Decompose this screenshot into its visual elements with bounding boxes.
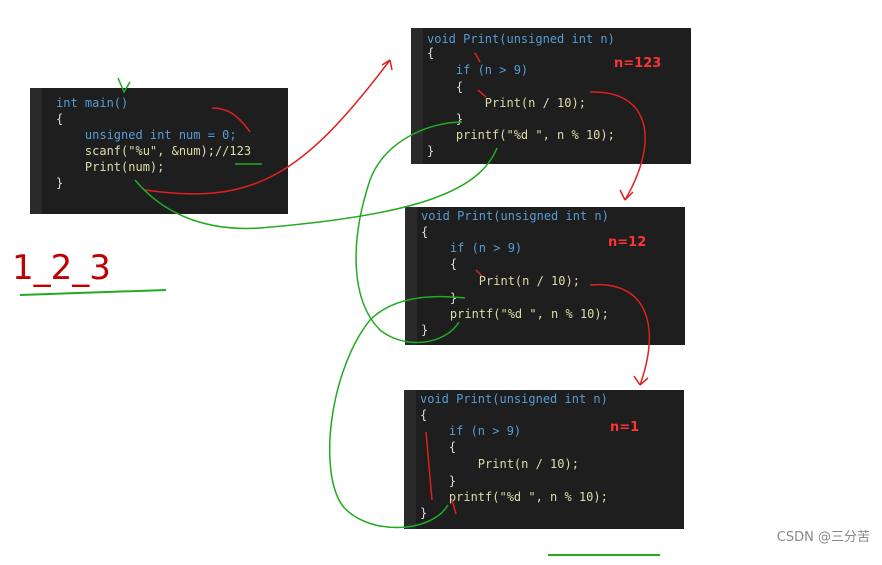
code-line: } [427,144,435,158]
code-line: } [420,506,428,520]
code-line: printf("%d ", n % 10); [427,128,615,142]
gutter [30,88,42,214]
code-line: } [56,176,64,190]
return-arrow-3-to-2 [328,295,466,529]
gutter [411,28,423,164]
output-underline [19,289,167,296]
print-panel-n1: void Print(unsigned int n) { if (n > 9) … [404,390,684,529]
code-line: { [420,408,428,422]
red-mark [475,269,483,277]
code-line: } [421,323,429,337]
watermark: CSDN @三分苦 [776,530,870,545]
code-line: if (n > 9) [420,424,522,438]
red-mark [211,107,251,133]
arrowhead [633,375,649,386]
n-value-label: n=1 [610,420,640,435]
code-line: unsigned int num = 0; [56,128,237,142]
call-arrow-2-to-3 [589,284,651,386]
red-mark [474,52,487,98]
code-line: { [427,80,464,94]
code-line: } [420,474,457,488]
return-arrow-2-to-1 [355,121,463,344]
code-line: Print(n / 10); [421,274,580,288]
code-line: Print(n / 10); [420,457,579,471]
code-line: if (n > 9) [427,63,529,77]
code-line: int main() [56,96,129,110]
gutter [404,390,416,529]
n-value-label: n=12 [608,235,647,250]
main-code-panel: int main() { unsigned int num = 0; scanf… [30,88,288,214]
code-line: void Print(unsigned int n) [427,32,615,46]
green-mark [117,77,131,94]
code-line: void Print(unsigned int n) [420,392,608,406]
return-arrow-1-to-main [134,147,498,230]
code-line: { [56,112,64,126]
code-line: void Print(unsigned int n) [421,209,609,223]
handwritten-output: 1_2_3 [12,248,111,288]
code-line: Print(n / 10); [427,96,586,110]
code-line: printf("%d ", n % 10); [420,490,608,504]
arrowhead [619,189,634,201]
code-line: { [427,46,435,60]
arrowhead [381,59,393,71]
code-line: Print(num); [56,160,165,174]
red-mark [425,431,457,515]
code-line: scanf("%u", &num);//123 [56,144,252,158]
code-line: printf("%d ", n % 10); [421,307,609,321]
code-line: { [421,257,458,271]
call-arrow-main-to-print [144,59,391,195]
code-line: { [420,440,457,454]
code-line: } [421,291,458,305]
code-line: } [427,112,464,126]
gutter [405,207,417,345]
code-line: if (n > 9) [421,241,523,255]
call-arrow-1-to-2 [589,91,646,201]
code-line: { [421,225,429,239]
print-panel-n12: void Print(unsigned int n) { if (n > 9) … [405,207,685,345]
n-value-label: n=123 [614,56,662,71]
